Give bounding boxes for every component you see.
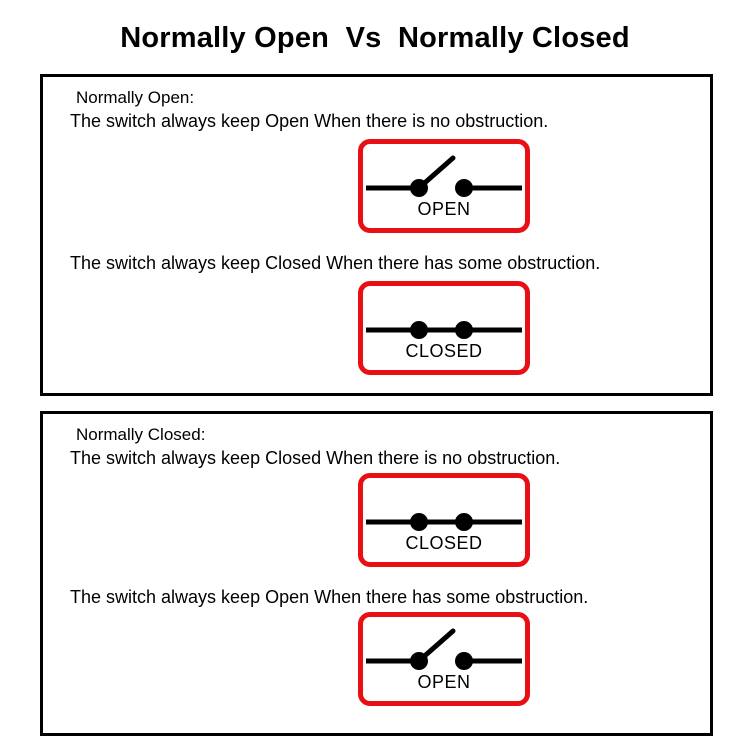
switch-symbol-open: OPEN [358,139,530,233]
switch-symbol-open-label: OPEN [417,199,471,219]
switch-open-icon [366,155,522,197]
panel-normally-open-heading: Normally Open: [76,88,195,107]
panel-normally-open: Normally Open: The switch always keep Op… [40,74,713,396]
switch-symbol-open: OPEN [358,612,530,706]
panel-normally-closed: Normally Closed: The switch always keep … [40,411,713,736]
switch-symbol-closed-label: CLOSED [405,341,483,361]
switch-closed-icon [366,513,522,531]
switch-closed-icon [366,321,522,339]
panel-normally-open-description-with-obstruction: The switch always keep Closed When there… [70,253,601,273]
switch-symbol-closed: CLOSED [358,281,530,375]
panel-normally-closed-heading: Normally Closed: [76,425,206,444]
switch-symbol-open-label: OPEN [417,672,471,692]
switch-symbol-closed: CLOSED [358,473,530,567]
page-title: Normally Open Vs Normally Closed [120,22,630,54]
panel-normally-closed-description-with-obstruction: The switch always keep Open When there h… [70,587,589,607]
switch-symbol-closed-label: CLOSED [405,533,483,553]
panel-normally-closed-description-no-obstruction: The switch always keep Closed When there… [70,448,561,468]
panel-normally-open-description-no-obstruction: The switch always keep Open When there i… [70,111,549,131]
switch-open-icon [366,628,522,670]
